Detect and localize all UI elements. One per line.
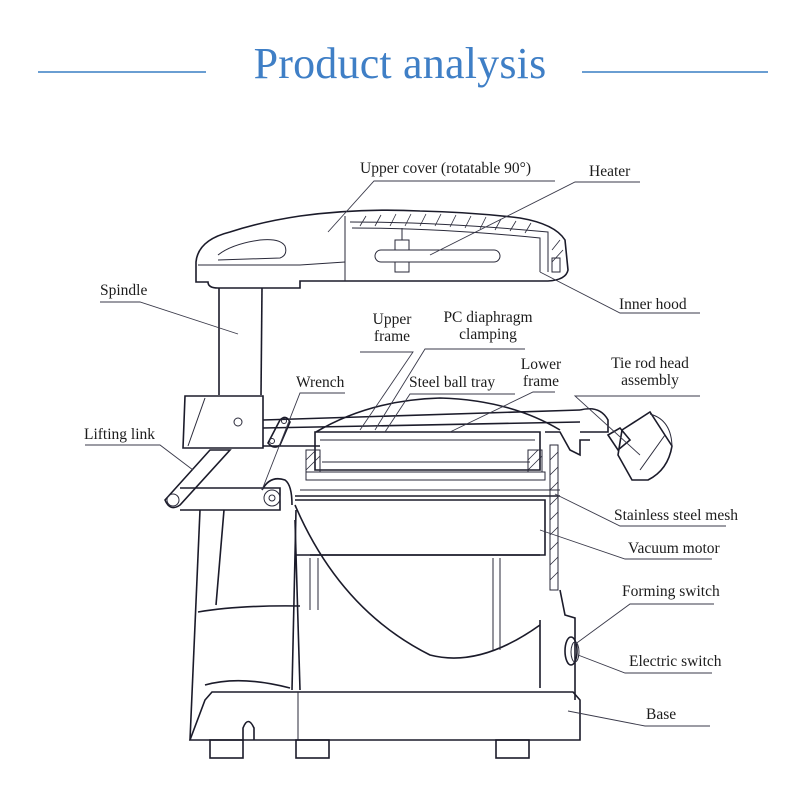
label-steel-ball-tray: Steel ball tray	[409, 374, 496, 391]
label-tie-rod-head-assembly: Tie rod head assembly	[611, 355, 689, 389]
spindle	[218, 287, 263, 396]
label-pc-diaphragm-clamping: PC diaphragm clamping	[443, 309, 533, 343]
leader-lines	[85, 180, 726, 727]
title-rule-right	[582, 71, 768, 73]
label-lifting-link: Lifting link	[84, 426, 156, 443]
label-inner-hood: Inner hood	[619, 296, 687, 313]
label-upper-frame: Upper frame	[372, 311, 412, 345]
switch-knob	[564, 636, 578, 666]
label-spindle: Spindle	[100, 282, 148, 299]
left-column	[189, 509, 301, 741]
page-title: Product analysis	[253, 39, 547, 88]
tie-rod-head	[606, 410, 673, 481]
label-base: Base	[646, 706, 677, 723]
title-rule-left	[38, 71, 206, 73]
label-heater: Heater	[589, 163, 631, 180]
upper-cover	[195, 209, 569, 289]
label-wrench: Wrench	[296, 374, 345, 391]
label-vacuum-motor: Vacuum motor	[628, 540, 720, 557]
wrench-part	[267, 416, 291, 448]
label-stainless-steel-mesh: Stainless steel mesh	[614, 507, 738, 524]
base	[188, 691, 581, 759]
vacuum-motor-body	[294, 499, 546, 659]
right-column	[539, 589, 580, 700]
lift-block	[182, 395, 581, 449]
label-forming-switch: Forming switch	[622, 583, 720, 600]
label-upper-cover: Upper cover (rotatable 90°)	[360, 160, 532, 177]
label-lower-frame: Lower frame	[520, 356, 562, 390]
frame-assembly	[295, 397, 609, 591]
lifting-link-part	[164, 449, 293, 511]
label-electric-switch: Electric switch	[629, 653, 722, 670]
